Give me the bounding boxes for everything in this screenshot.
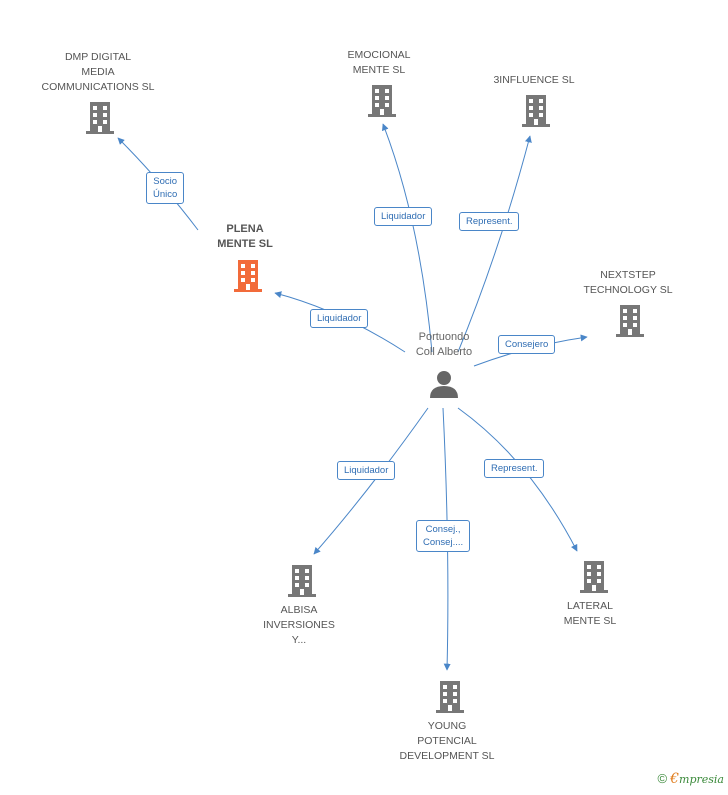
edge-label-consejero[interactable]: Consejero — [498, 335, 556, 354]
edge-label-represent-lateral[interactable]: Represent. — [484, 459, 545, 478]
edge-person-influence — [457, 135, 532, 353]
building-icon[interactable] — [432, 679, 468, 715]
building-icon[interactable] — [230, 258, 266, 294]
edge-person-lateral — [457, 407, 578, 552]
building-icon[interactable] — [576, 559, 612, 595]
copyright-symbol: © — [657, 771, 668, 786]
edge-person-emocional — [381, 123, 433, 353]
edge-label-liquidador-emocional[interactable]: Liquidador — [374, 207, 433, 226]
company-label-emocional[interactable]: EMOCIONAL MENTE SL — [347, 49, 411, 76]
building-icon[interactable] — [518, 93, 554, 129]
building-icon[interactable] — [82, 100, 118, 136]
edge-label-consej-young[interactable]: Consej., Consej.... — [416, 520, 471, 552]
brand-e: € — [670, 771, 680, 787]
building-icon[interactable] — [284, 563, 320, 599]
edge-label-liquidador-albisa[interactable]: Liquidador — [337, 461, 396, 480]
person-icon[interactable] — [430, 371, 458, 398]
empresia-logo[interactable]: © €mpresia — [657, 771, 724, 787]
company-label-albisa[interactable]: ALBISA INVERSIONES Y... — [263, 604, 335, 646]
edge-person-albisa — [313, 407, 429, 555]
edge-label-socio-unico[interactable]: Socio Único — [146, 172, 185, 204]
building-icon[interactable] — [364, 83, 400, 119]
building-icon[interactable] — [612, 303, 648, 339]
person-label[interactable]: Portuondo Coll Alberto — [415, 331, 473, 358]
edge-label-liquidador-plena[interactable]: Liquidador — [310, 309, 369, 328]
brand-text: mpresia — [679, 773, 724, 786]
company-label-young[interactable]: YOUNG POTENCIAL DEVELOPMENT SL — [399, 720, 495, 762]
company-label-nextstep[interactable]: NEXTSTEP TECHNOLOGY SL — [583, 269, 673, 296]
edge-label-represent-3influence[interactable]: Represent. — [459, 212, 520, 231]
company-label-dmp[interactable]: DMP DIGITAL MEDIA COMMUNICATIONS SL — [41, 51, 155, 93]
company-label-lateral[interactable]: LATERAL MENTE SL — [563, 600, 617, 627]
company-label-3influence[interactable]: 3INFLUENCE SL — [493, 74, 575, 86]
company-label-plena[interactable]: PLENA MENTE SL — [217, 223, 273, 250]
